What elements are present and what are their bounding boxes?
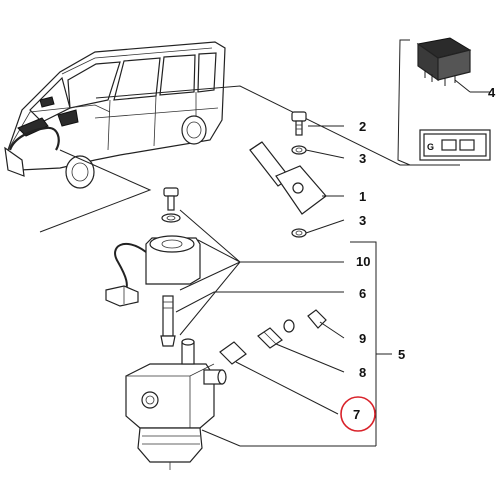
leader-9 (319, 321, 345, 339)
vehicle-illustration (4, 41, 226, 189)
callout-7-highlight-ring (340, 396, 376, 432)
bracket-5 (350, 241, 392, 446)
leader-7 (235, 361, 339, 415)
vehicle-leader-line (39, 149, 152, 233)
leader-3a (305, 149, 345, 159)
callout-7: 7 (353, 407, 360, 422)
callout-2: 2 (359, 119, 366, 134)
valve-stem (160, 295, 176, 347)
callout-10: 10 (356, 254, 370, 269)
leader-3b (305, 219, 345, 234)
callout-3-upper: 3 (359, 151, 366, 166)
relay-inset: G (397, 37, 491, 166)
solenoid-coil-group (105, 187, 201, 307)
leader-8 (275, 343, 345, 373)
callout-9: 9 (359, 331, 366, 346)
callout-5: 5 (398, 347, 405, 362)
fittings-group (219, 309, 327, 365)
valve-body (125, 338, 227, 470)
valve-leader (201, 429, 241, 447)
pressure-switch-group (249, 111, 327, 238)
leader-10 (179, 209, 344, 336)
callout-6: 6 (359, 286, 366, 301)
callout-3-lower: 3 (359, 213, 366, 228)
callout-8: 8 (359, 365, 366, 380)
relay-socket-label: G (427, 142, 434, 152)
callout-4: 4 (488, 85, 496, 100)
callout-1: 1 (359, 189, 366, 204)
leader-6 (175, 291, 344, 313)
